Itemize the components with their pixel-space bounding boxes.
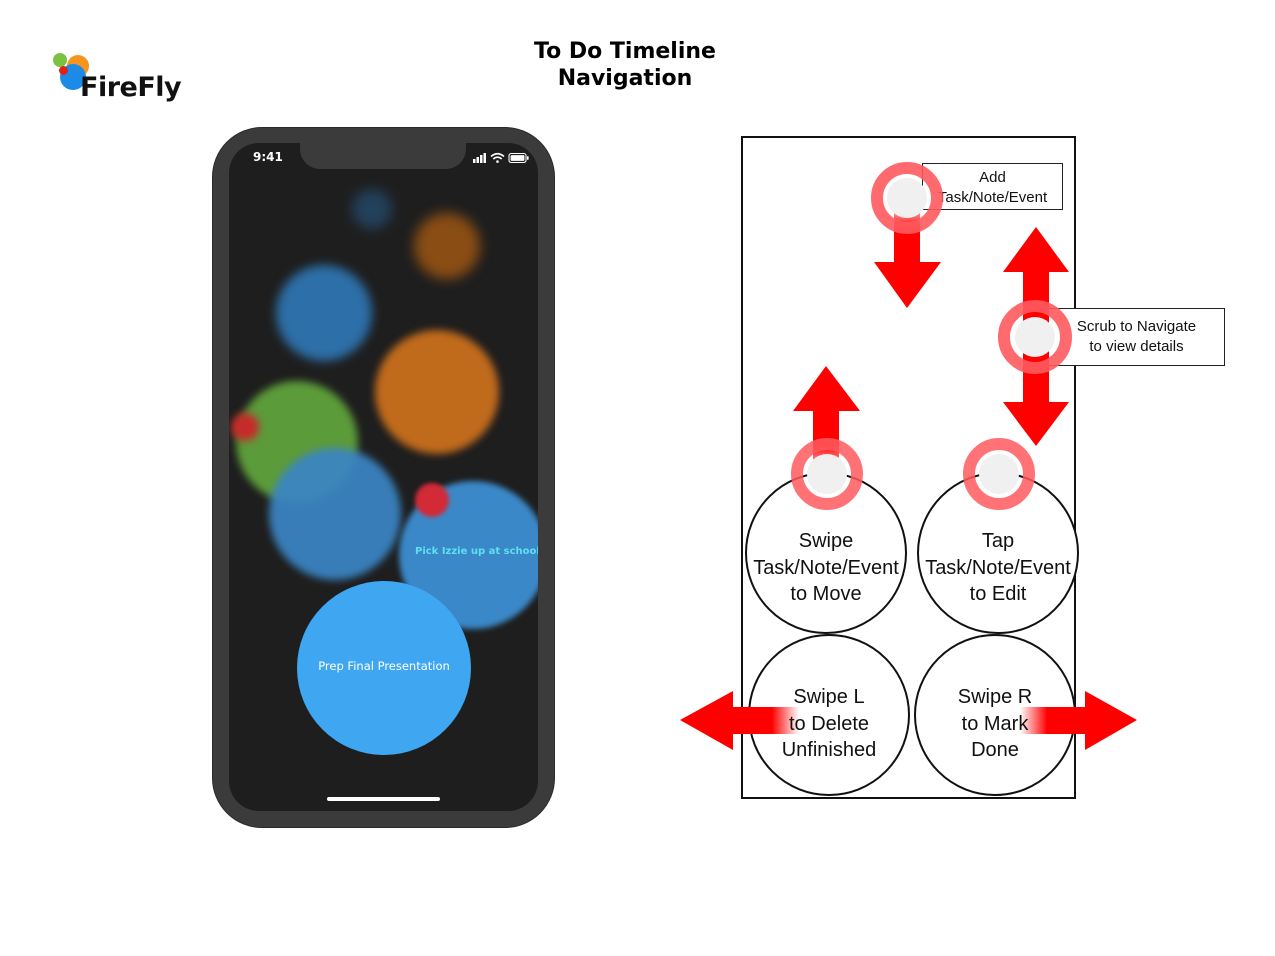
delete-line-3: Unfinished <box>781 739 877 761</box>
page-title-line-1: To Do Timeline <box>534 39 716 64</box>
primary-task-label: Prep Final Presentation <box>318 659 450 673</box>
delete-line-2: to Delete <box>788 712 870 735</box>
bubble-blue-middle <box>269 448 401 580</box>
bubble-primary-task[interactable] <box>297 581 471 755</box>
status-time: 9:41 <box>253 150 283 164</box>
move-line-1: Swipe <box>798 530 854 552</box>
bubble-large-orange <box>375 330 499 454</box>
bubble-red-left <box>231 413 259 441</box>
done-line-2: to Mark <box>961 712 1029 735</box>
battery-icon <box>508 152 529 164</box>
status-icons <box>473 152 529 164</box>
logo-green-dot <box>53 53 67 67</box>
gesture-done-label: Swipe R to Mark Done <box>914 684 1076 764</box>
move-line-2: Task/Note/Event <box>753 556 899 579</box>
page-title-line-2: Navigation <box>557 66 693 91</box>
bubble-red-right <box>415 483 449 517</box>
phone-screen: Pick Izzie up at school Prep Final Prese… <box>229 143 538 811</box>
gesture-edit-label: Tap Task/Note/Event to Edit <box>917 528 1079 608</box>
gesture-delete-label: Swipe L to Delete Unfinished <box>748 684 910 764</box>
done-line-1: Swipe R <box>957 686 1033 708</box>
add-callout-line-2: Task/Note/Event <box>937 189 1048 206</box>
edit-line-2: Task/Note/Event <box>925 556 1071 579</box>
done-line-3: Done <box>971 739 1019 761</box>
bubble-blue-upper <box>276 265 372 361</box>
add-item-callout: Add Task/Note/Event <box>922 163 1063 210</box>
delete-line-1: Swipe L <box>793 686 865 708</box>
add-callout-line-1: Add <box>979 169 1006 186</box>
scrub-callout-line-2: to view details <box>1089 338 1184 355</box>
wifi-icon <box>490 152 505 163</box>
secondary-task-label: Pick Izzie up at school <box>415 546 538 557</box>
move-line-3: to Move <box>790 583 862 605</box>
phone-notch <box>300 143 466 169</box>
brand-name: FireFly <box>80 72 182 103</box>
bubble-small-orange <box>414 213 480 279</box>
edit-line-1: Tap <box>981 530 1015 552</box>
logo-red-dot <box>59 66 68 75</box>
bubble-dark-blue <box>352 189 392 229</box>
signal-icon <box>473 153 486 163</box>
firefly-logo: FireFly <box>50 50 190 110</box>
home-indicator <box>327 797 440 801</box>
scrub-callout-line-1: Scrub to Navigate <box>1076 318 1197 335</box>
edit-line-3: to Edit <box>969 583 1027 605</box>
page-title: To Do Timeline Navigation <box>460 38 790 92</box>
gesture-move-label: Swipe Task/Note/Event to Move <box>745 528 907 608</box>
scrub-navigate-callout: Scrub to Navigate to view details <box>1048 308 1225 366</box>
